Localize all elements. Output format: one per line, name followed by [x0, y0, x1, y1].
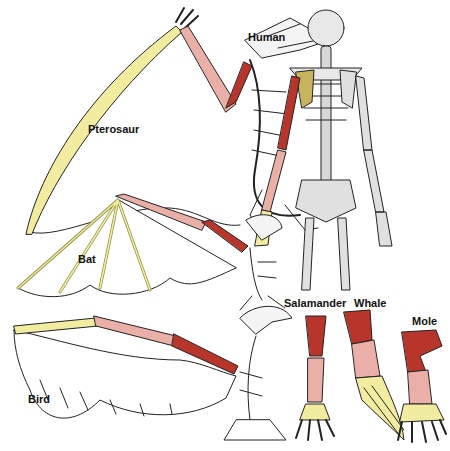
species-label: Salamander — [282, 296, 348, 310]
species-label: Pterosaur — [86, 122, 141, 136]
species-label: Human — [246, 30, 287, 44]
species-label: Mole — [410, 314, 439, 328]
species-label: Bat — [76, 252, 98, 266]
species-label: Bird — [26, 392, 52, 406]
species-label: Whale — [352, 296, 388, 310]
